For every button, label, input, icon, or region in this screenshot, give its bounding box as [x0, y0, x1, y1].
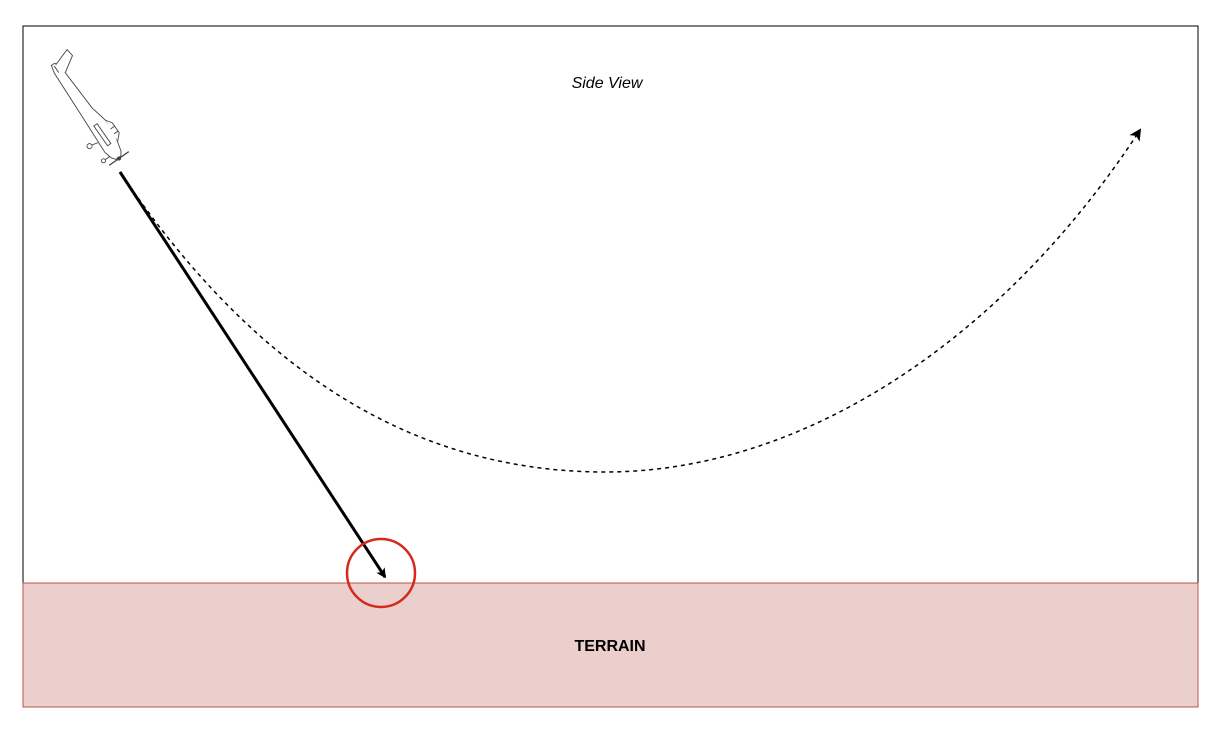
terrain-label: TERRAIN — [574, 638, 645, 655]
view-title: Side View — [572, 75, 644, 92]
impact-trajectory-arrow — [118, 171, 387, 579]
recovery-trajectory-arrow — [119, 128, 1142, 473]
small-airplane-icon — [50, 48, 130, 166]
impact-point-circle — [345, 537, 417, 609]
terrain-band — [22, 582, 1199, 708]
